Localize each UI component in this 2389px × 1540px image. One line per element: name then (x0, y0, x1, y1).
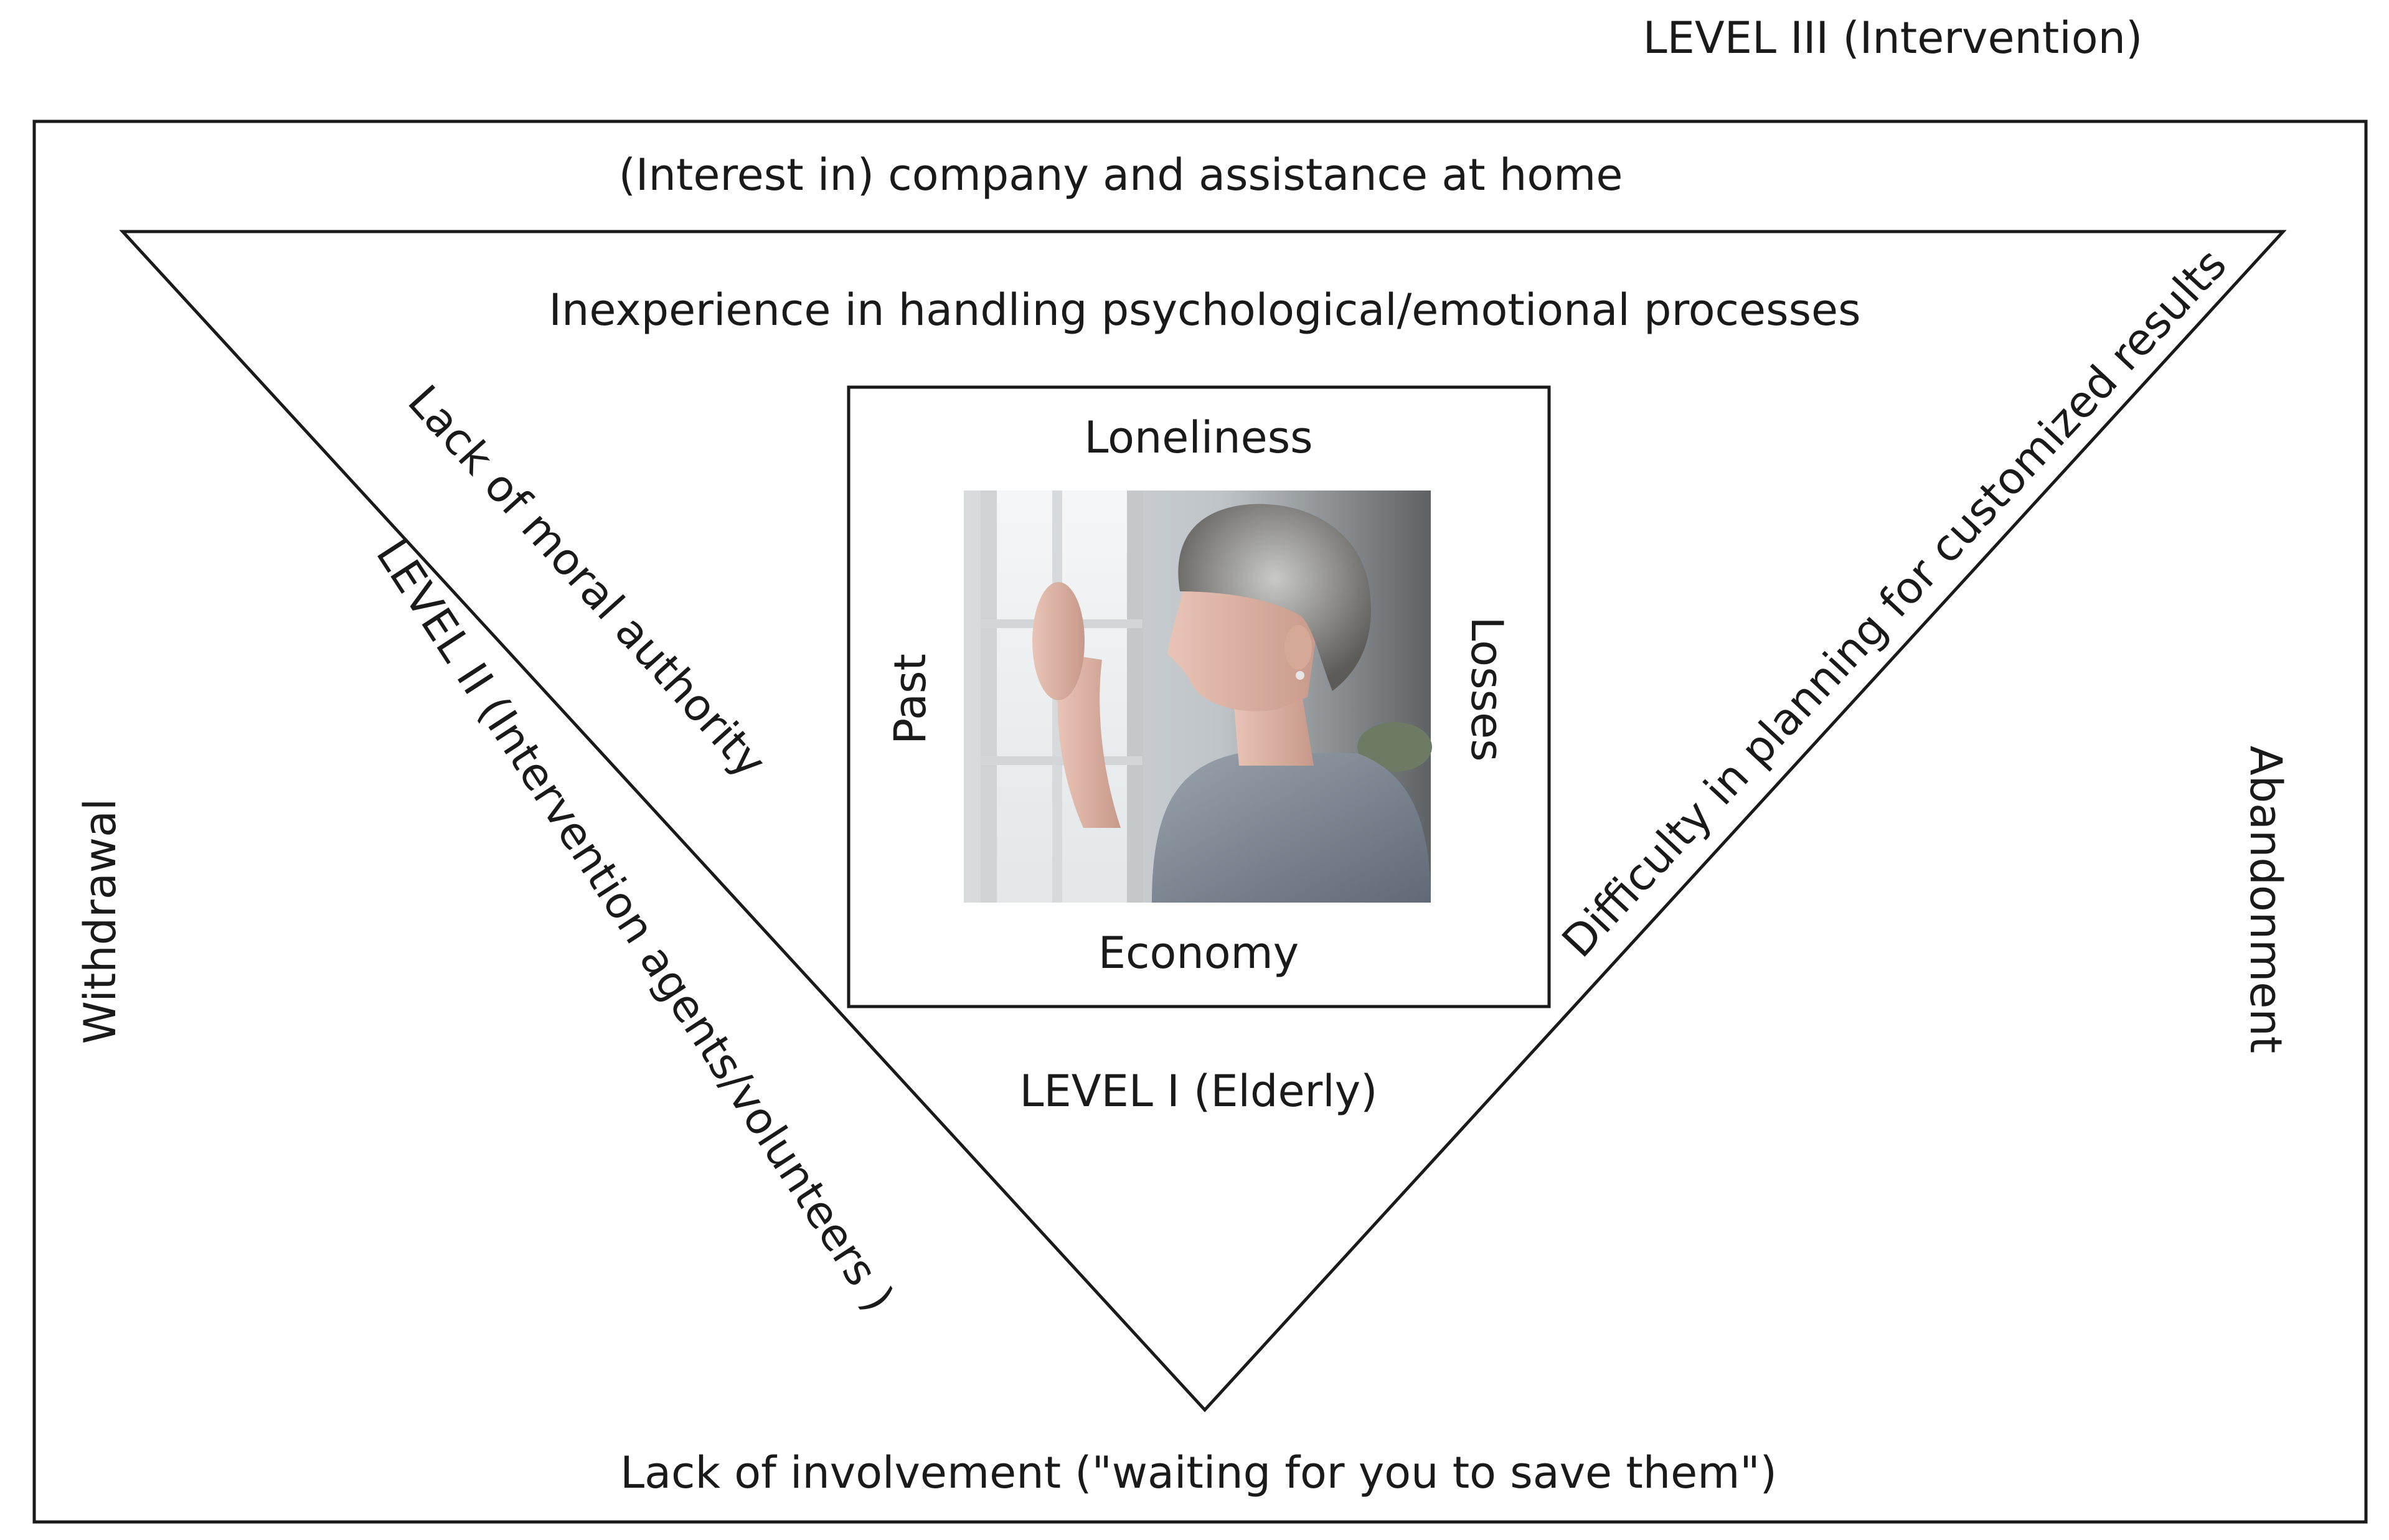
economy-label: Economy (1098, 927, 1299, 979)
elderly-woman-photo (964, 491, 1432, 903)
outer-frame (32, 120, 2368, 1524)
outer-bottom-label: Lack of involvement ("waiting for you to… (620, 1447, 1777, 1498)
past-label: Past (885, 654, 936, 744)
losses-label: Losses (1461, 616, 1512, 761)
loneliness-label: Loneliness (1084, 412, 1312, 463)
planning-difficulty-label: Difficulty in planning for customized re… (1552, 239, 2236, 967)
outer-top-label: (Interest in) company and assistance at … (619, 149, 1623, 200)
level-iii-title: LEVEL III (Intervention) (1643, 12, 2143, 63)
moral-authority-label: Lack of moral authority (398, 375, 776, 787)
triangle-top-label: Inexperience in handling psychological/e… (549, 284, 1860, 336)
withdrawal-label: Withdrawal (75, 799, 126, 1045)
level-i-label: LEVEL I (Elderly) (1020, 1066, 1378, 1117)
level-triangle (119, 230, 2287, 1412)
abandonment-label: Abandonment (2240, 746, 2291, 1053)
